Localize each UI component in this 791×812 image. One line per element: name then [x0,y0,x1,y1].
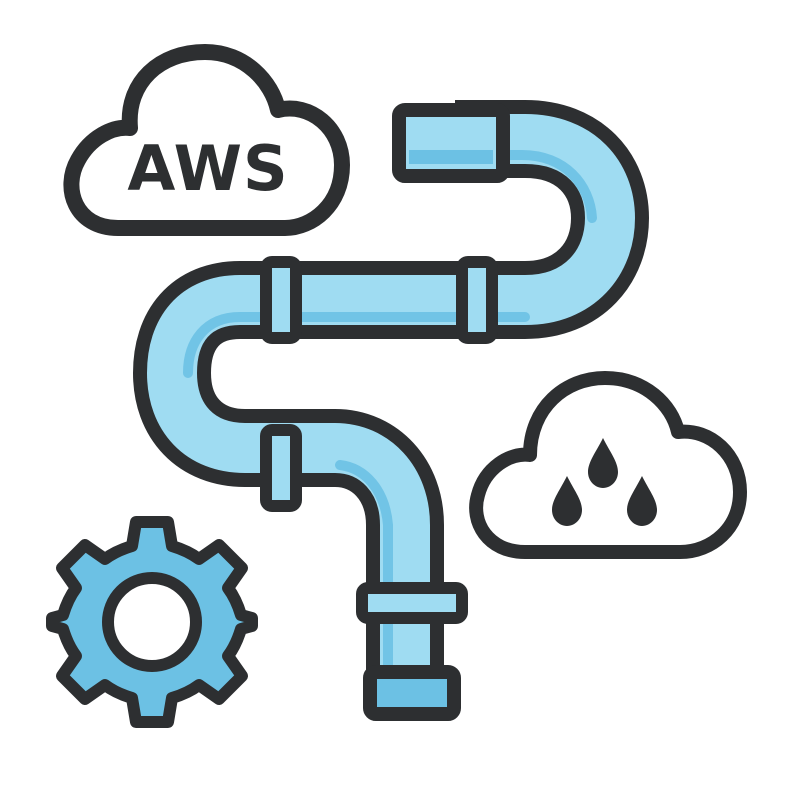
pipeline-icon [133,100,649,721]
rain-cloud-icon [469,371,747,559]
gear-icon [46,516,258,728]
raindrop-icon [588,438,618,488]
raindrop-icon [627,476,657,526]
aws-cloud-icon: AWS [63,44,350,236]
raindrop-icon [552,476,582,526]
aws-label: AWS [127,132,288,205]
